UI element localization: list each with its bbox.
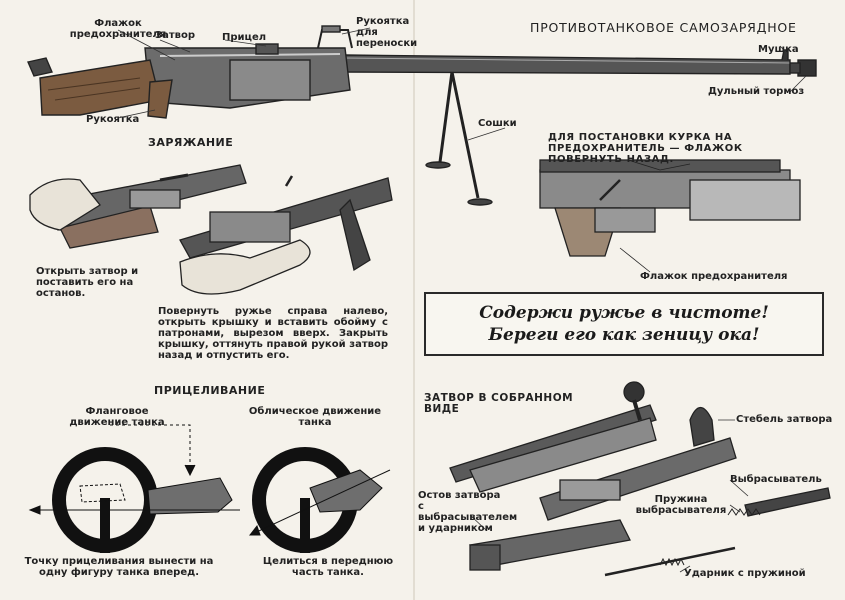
safety-detail-illustration: [539, 159, 801, 273]
extractor-illustration: [744, 487, 831, 517]
motto-line-1: Содержи ружье в чистоте!: [479, 303, 769, 323]
aiming-oblique-title: Облическое движение танка: [248, 406, 382, 428]
label-bolt-stem: Стебель затвора: [736, 414, 833, 425]
bolt-stem-illustration: [539, 406, 737, 521]
striker-illustration: [604, 546, 736, 577]
aiming-flank-illustration: [28, 424, 240, 553]
loading-step2-caption: Повернуть ружье справа налево, открыть к…: [158, 306, 388, 361]
label-extractor-spring: Пружина выбрасывателя: [635, 494, 727, 516]
rifle-barrel: [344, 54, 791, 75]
aiming-flank-caption: Точку прицеливания вынести на одну фигур…: [24, 556, 214, 578]
aiming-oblique-illustration: [248, 447, 391, 553]
safety-note: ДЛЯ ПОСТАНОВКИ КУРКА НА ПРЕДОХРАНИТЕЛЬ —…: [548, 132, 743, 165]
butt-pad: [27, 57, 53, 77]
motto-line-2: Береги его как зеницу ока!: [488, 325, 760, 345]
aiming-flank-title: Фланговое движение танка: [69, 406, 165, 428]
extractor-spring-illustration: [727, 508, 761, 516]
label-safety-flag: Флажок предохранителя: [69, 18, 167, 40]
label-front-sight: Мушка: [758, 44, 799, 55]
label-bipod: Сошки: [478, 118, 517, 129]
aiming-heading: ПРИЦЕЛИВАНИЕ: [154, 384, 266, 397]
rifle-stock: [39, 59, 161, 116]
rear-sight: [255, 43, 279, 55]
label-muzzle-brake: Дульный тормоз: [708, 86, 805, 97]
label-extractor: Выбрасыватель: [730, 474, 822, 485]
safety-pointer: [627, 159, 691, 171]
muzzle-brake: [797, 59, 817, 77]
front-sight: [781, 49, 789, 61]
loading-step1-caption: Открыть затвор и поставить его на остано…: [36, 266, 139, 299]
label-sight: Прицел: [222, 32, 267, 43]
label-striker: Ударник с пружиной: [684, 568, 806, 579]
bolt-core-illustration: [469, 519, 631, 571]
label-bolt: Затвор: [155, 30, 196, 41]
loading-step1-illustration: [29, 164, 247, 249]
bolt-assembly-illustration: [449, 381, 657, 493]
label-safety-flag-detail: Флажок предохранителя: [640, 271, 788, 282]
bolt-heading: ЗАТВОР В СОБРАННОМ ВИДЕ: [424, 392, 574, 415]
label-grip: Рукоятка: [86, 114, 140, 125]
rifle-illustration: [27, 25, 817, 206]
motto-box: Содержи ружье в чистоте! Береги его как …: [424, 292, 824, 356]
poster-title: ПРОТИВОТАНКОВОЕ САМОЗАРЯДНОЕ: [530, 20, 797, 35]
pistol-grip: [147, 79, 173, 119]
label-bolt-core: Остов затвора с выбрасывателем и ударник…: [418, 490, 518, 534]
loading-heading: ЗАРЯЖАНИЕ: [148, 136, 234, 149]
bipod: [438, 71, 480, 199]
loading-step2-illustration: [179, 175, 393, 295]
aiming-oblique-caption: Целиться в переднюю часть танка.: [262, 556, 394, 578]
label-carry-handle: Рукоятка для переноски: [356, 16, 418, 49]
